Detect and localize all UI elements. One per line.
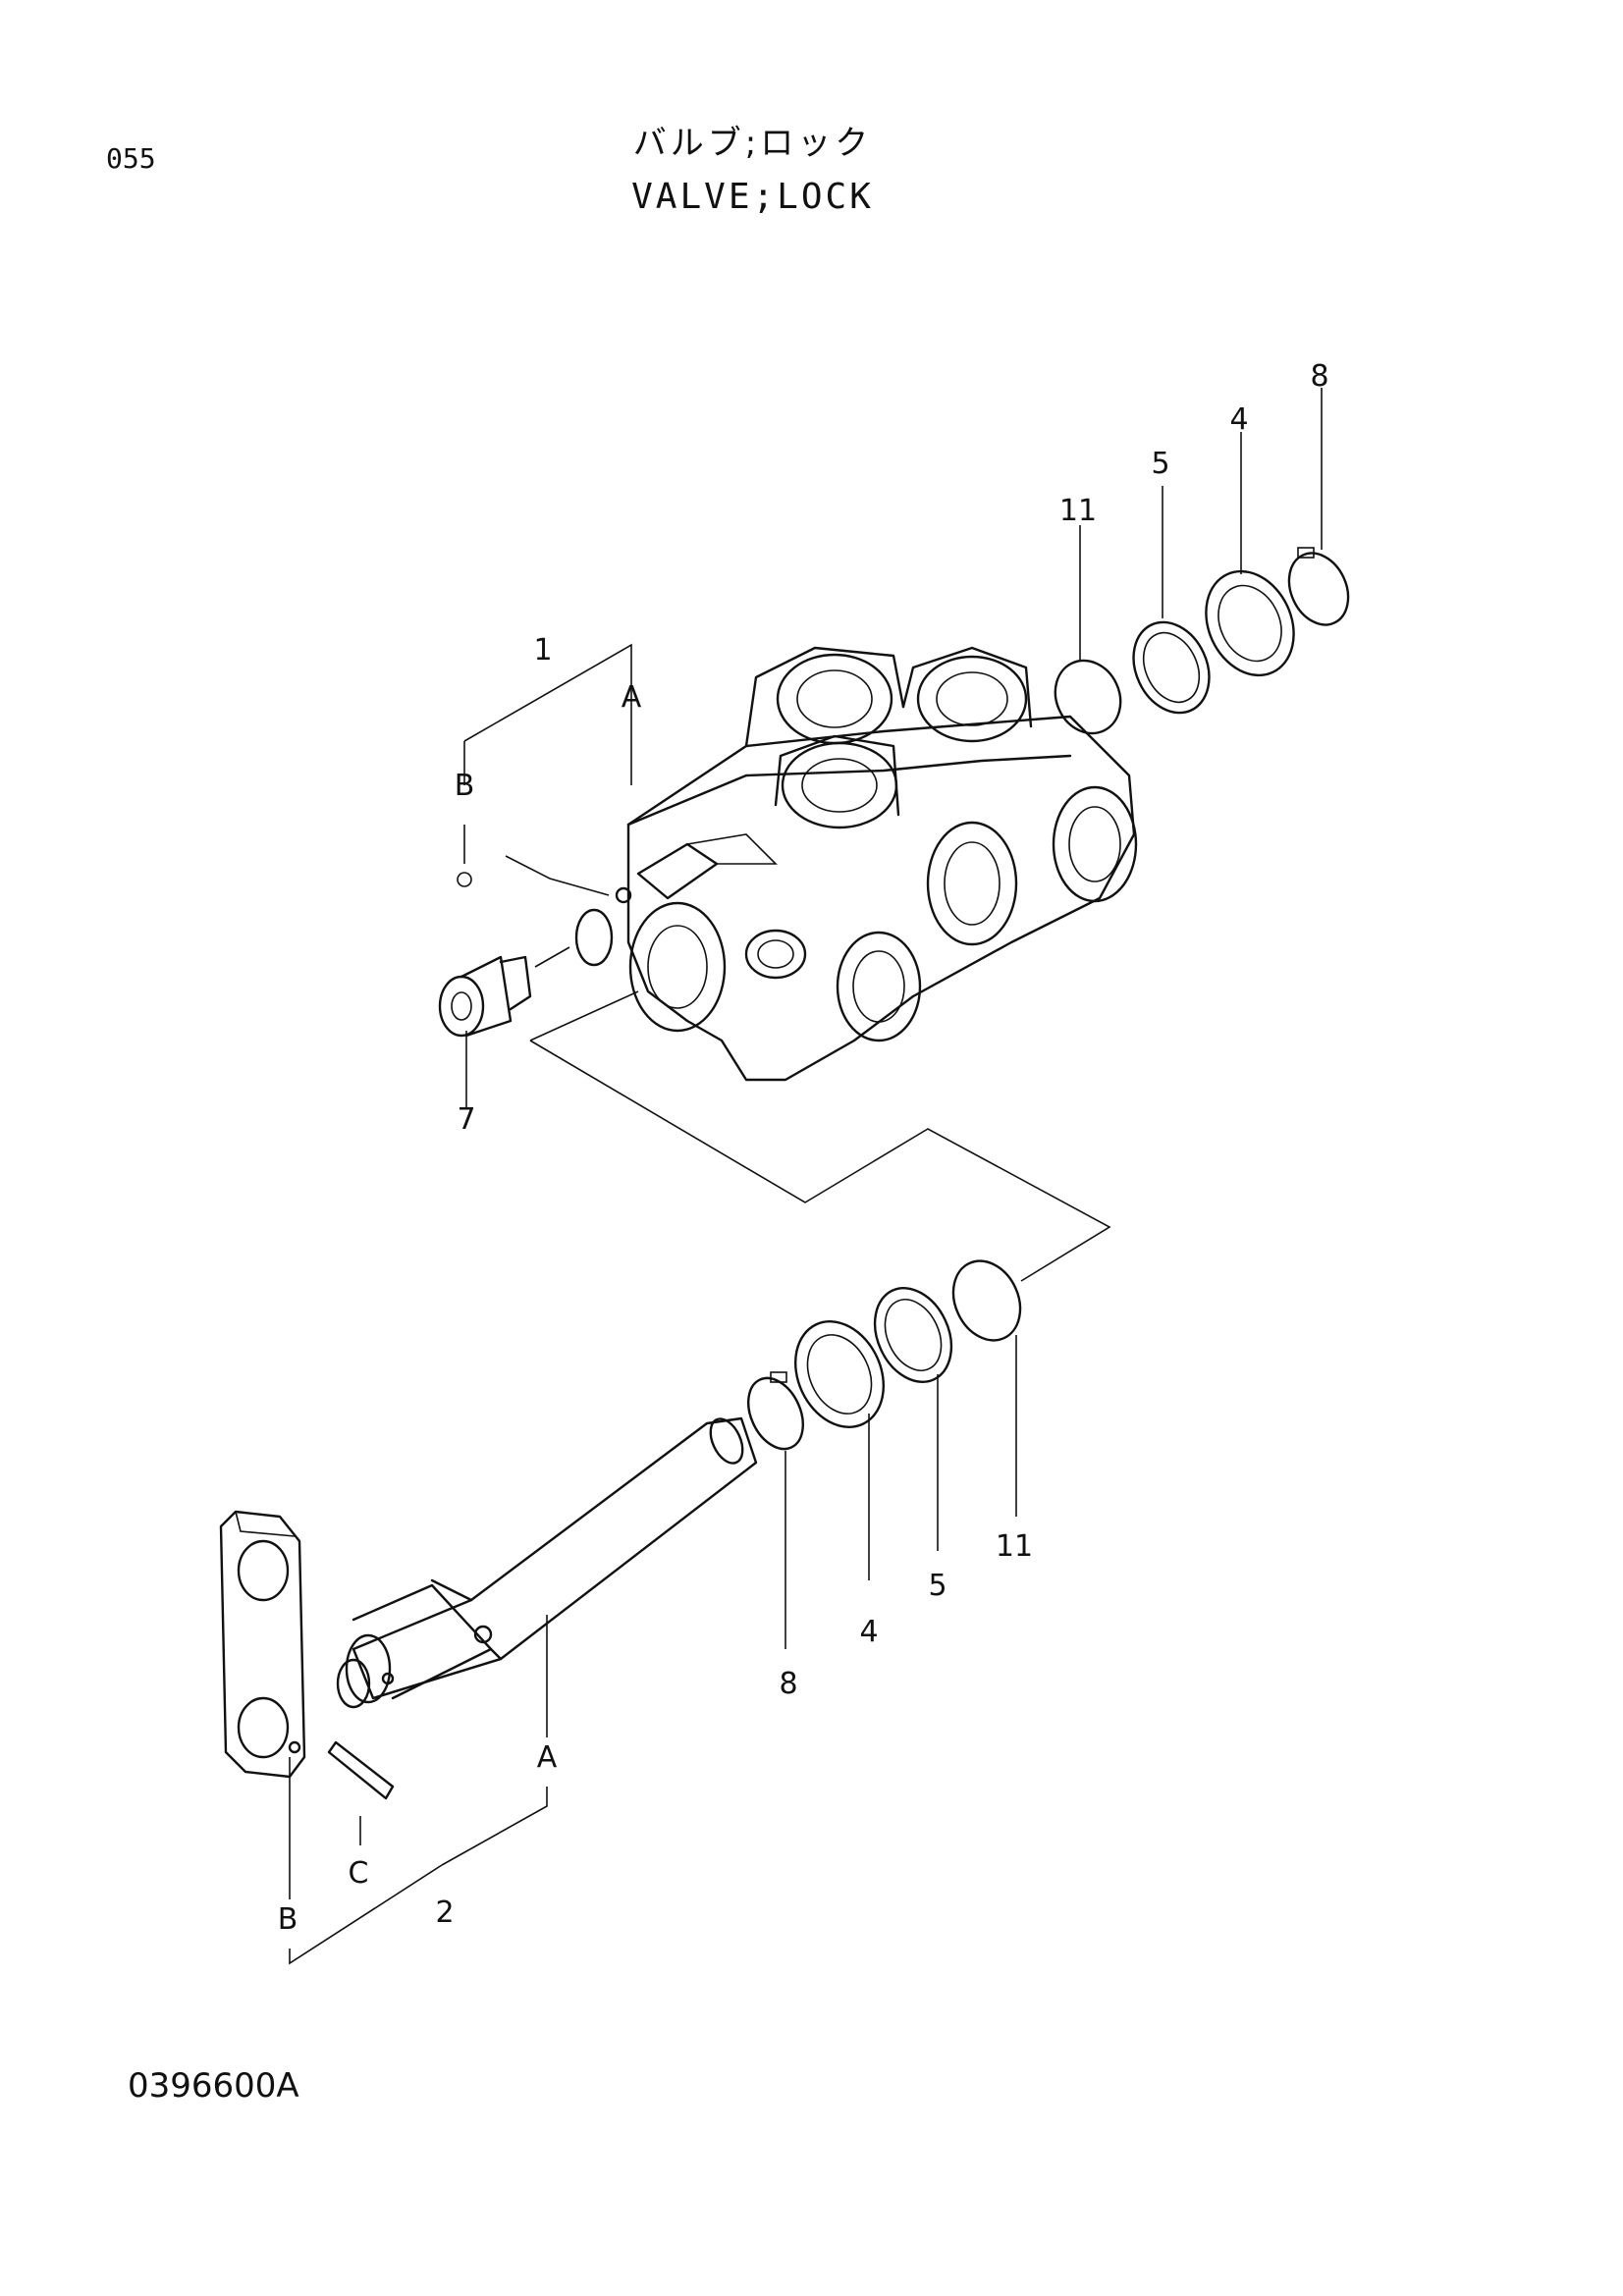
callout-plug-7: 7 — [457, 1102, 475, 1137]
callout-top-11: 11 — [1059, 494, 1097, 528]
valve-body — [574, 646, 1138, 1082]
drawing-code: 0396600A — [128, 2066, 299, 2106]
callout-bottom-4: 4 — [859, 1615, 878, 1649]
bottom-o-ring-11 — [951, 1259, 1022, 1342]
callout-top-b: B — [455, 769, 475, 803]
bottom-washer-4 — [793, 1320, 886, 1428]
callout-top-a: A — [622, 680, 642, 715]
top-snap-ring-8 — [1287, 547, 1350, 626]
callout-shaft-2: 2 — [435, 1896, 454, 1930]
bottom-backup-ring-5 — [873, 1286, 953, 1384]
callout-bottom-c: C — [349, 1856, 369, 1891]
callout-bottom-11: 11 — [996, 1529, 1033, 1564]
top-washer-4 — [1205, 569, 1295, 677]
callout-body-1: 1 — [533, 633, 552, 667]
callout-top-5: 5 — [1151, 447, 1169, 481]
leader-lines — [289, 388, 1323, 1965]
title-japanese: バルブ;ロック — [632, 124, 873, 163]
title-english: VALVE;LOCK — [631, 177, 874, 217]
callout-bottom-8: 8 — [779, 1667, 797, 1701]
page-number: 055 — [106, 142, 156, 175]
callout-top-8: 8 — [1310, 359, 1328, 394]
top-o-ring-11 — [1054, 659, 1122, 735]
callout-bottom-a: A — [537, 1740, 558, 1775]
spring-pin — [327, 1740, 395, 1800]
callout-bottom-5: 5 — [928, 1569, 947, 1603]
plug-7 — [438, 955, 532, 1038]
bottom-snap-ring-8 — [747, 1371, 804, 1451]
top-backup-ring-5 — [1132, 620, 1211, 715]
callout-bottom-b: B — [278, 1902, 298, 1937]
lever-plate — [219, 1510, 306, 1779]
shaft-2 — [336, 1416, 758, 1709]
callout-top-4: 4 — [1229, 402, 1248, 437]
